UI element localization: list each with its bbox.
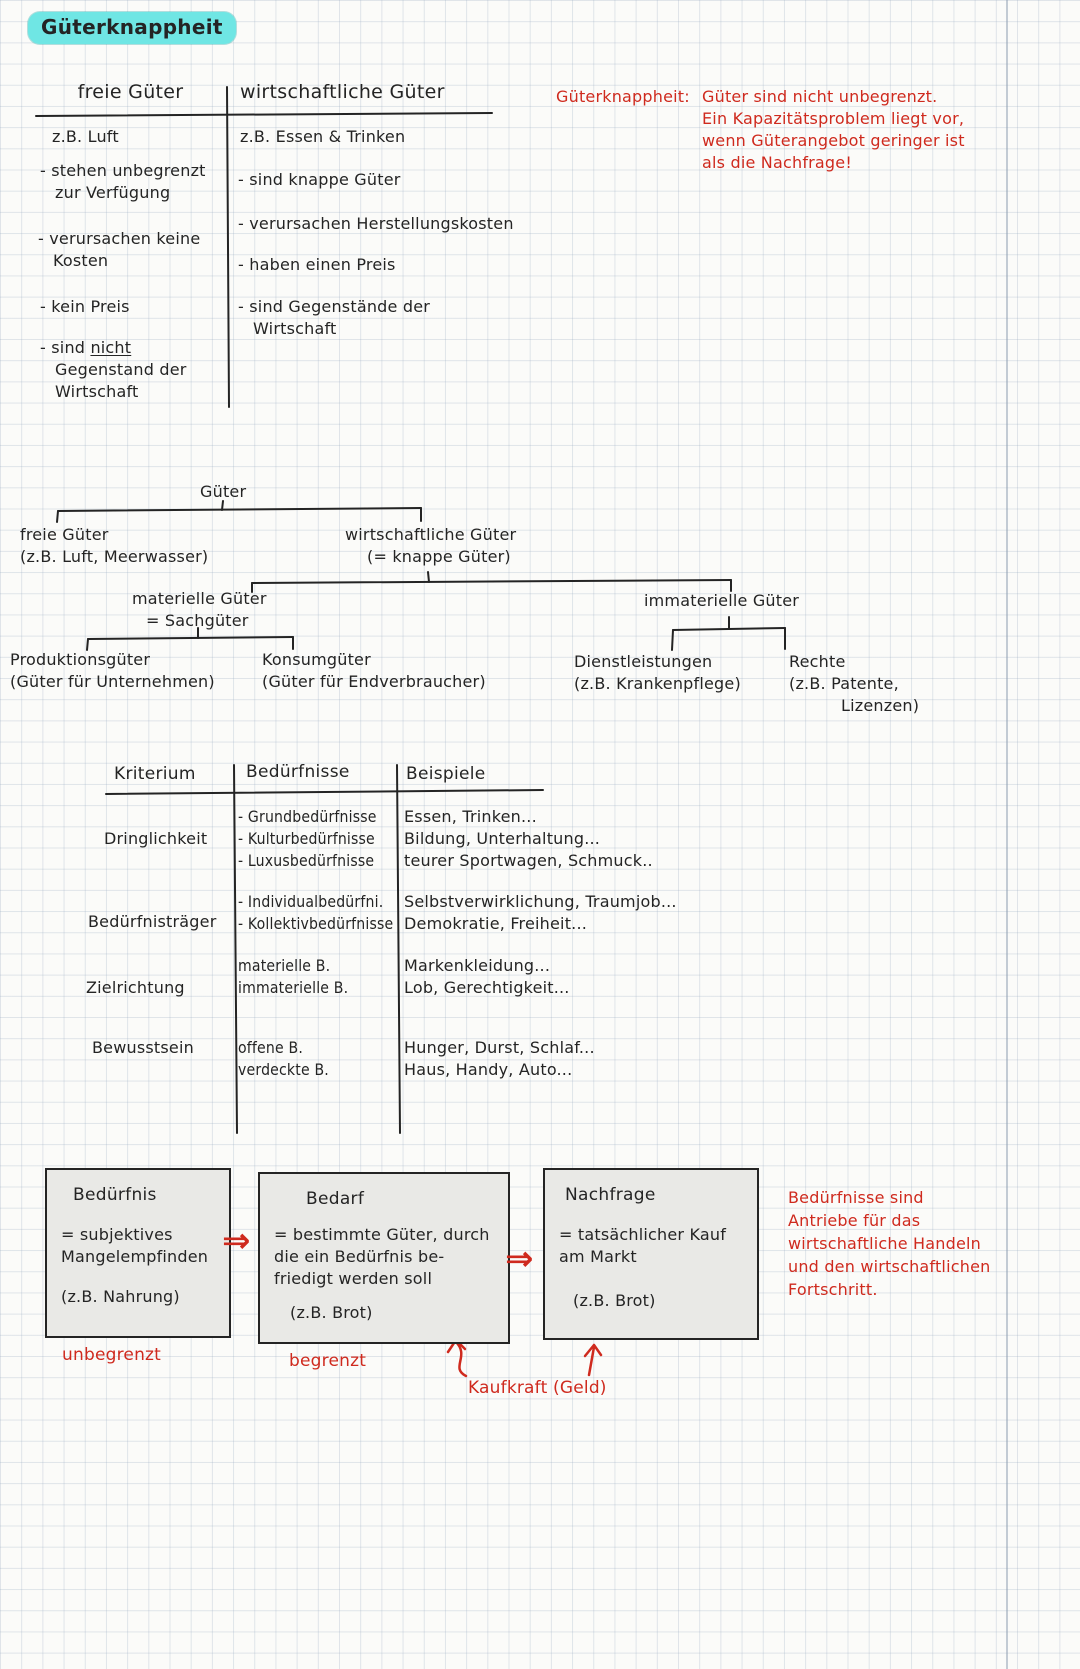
needs-row-criterion: Bedürfnisträger	[88, 912, 217, 931]
node-title: Konsumgüter	[262, 650, 371, 669]
scarcity-note-body: Güter sind nicht unbegrenzt. Ein Kapazit…	[702, 87, 965, 172]
free-goods-item: - stehen unbegrenzt zur Verfügung	[40, 161, 206, 202]
needs-table-header-kriterium: Kriterium	[114, 764, 196, 784]
needs-row-criterion: Zielrichtung	[86, 978, 185, 997]
curved-up-arrow-icon	[454, 1340, 468, 1378]
box-body: = tatsächlicher Kauf am Markt	[559, 1225, 727, 1266]
economic-goods-header: wirtschaftliche Güter	[240, 81, 445, 103]
box-example: (z.B. Brot)	[290, 1303, 373, 1322]
scarcity-note-lead: Güterknappheit:	[556, 87, 690, 106]
node-title: Produktionsgüter	[10, 650, 151, 669]
page-margin-line	[1006, 0, 1008, 1669]
box-example: (z.B. Nahrung)	[61, 1287, 180, 1306]
node-sub: (z.B. Patente,	[789, 674, 899, 693]
box-example: (z.B. Brot)	[573, 1291, 656, 1310]
needs-table-header-beispiele: Beispiele	[406, 764, 486, 784]
page-title-text: Güterknappheit	[41, 15, 223, 39]
tree-node-immaterial-goods: immaterielle Güter	[644, 590, 799, 612]
tree-node-material-goods: materielle Güter = Sachgüter	[132, 588, 267, 632]
red-annotation-arrows	[446, 1338, 603, 1378]
economic-goods-example: z.B. Essen & Trinken	[240, 127, 406, 146]
free-goods-item: - sind nicht Gegenstand der Wirtschaft	[40, 337, 250, 403]
economic-goods-item: - haben einen Preis	[238, 255, 396, 274]
needs-drive-note: Bedürfnisse sind Antriebe für das wirtsc…	[788, 1188, 991, 1299]
node-title: materielle Güter	[132, 589, 267, 608]
beduerfnis-box: Bedürfnis = subjektives Mangelempfinden …	[45, 1168, 231, 1338]
double-arrow-icon: ⇒	[222, 1221, 251, 1261]
tree-node-services: Dienstleistungen (z.B. Krankenpflege)	[574, 651, 741, 695]
node-title: Rechte	[789, 652, 846, 671]
node-sub: (Güter für Unternehmen)	[10, 672, 215, 691]
node-sub: Lizenzen)	[841, 696, 920, 715]
economic-goods-item: - sind Gegenstände der Wirtschaft	[238, 297, 431, 338]
free-goods-header: freie Güter	[77, 81, 184, 103]
free-goods-item: - kein Preis	[40, 297, 130, 316]
needs-row-criterion: Dringlichkeit	[104, 829, 208, 848]
needs-table-header-beduerfnisse: Bedürfnisse	[246, 762, 350, 782]
tree-root: Güter	[200, 482, 247, 501]
box-title: Bedarf	[306, 1189, 365, 1209]
begrenzt-label: begrenzt	[289, 1351, 367, 1371]
node-sub: (z.B. Luft, Meerwasser)	[20, 547, 209, 566]
page-title: Güterknappheit	[28, 12, 236, 44]
nachfrage-box: Nachfrage = tatsächlicher Kauf am Markt …	[543, 1168, 759, 1340]
node-title: Dienstleistungen	[574, 652, 713, 671]
free-goods-item: - verursachen keine Kosten	[38, 229, 201, 270]
box-body: = subjektives Mangelempfinden	[61, 1225, 209, 1266]
up-arrow-head	[583, 1343, 603, 1358]
node-sub: (Güter für Endverbraucher)	[262, 672, 486, 691]
node-sub: (= knappe Güter)	[367, 547, 511, 566]
double-arrow-icon: ⇒	[505, 1239, 534, 1279]
needs-row-examples: Hunger, Durst, Schlaf... Haus, Handy, Au…	[404, 1038, 595, 1079]
unbegrenzt-label: unbegrenzt	[62, 1345, 162, 1365]
needs-row-examples: Selbstverwirklichung, Traumjob... Demokr…	[404, 892, 677, 933]
free-goods-example: z.B. Luft	[52, 127, 119, 146]
box-body: = bestimmte Güter, durch die ein Bedürfn…	[274, 1225, 490, 1288]
economic-goods-item: - verursachen Herstellungskosten	[238, 214, 514, 233]
tree-node-rights: Rechte (z.B. Patente, Lizenzen)	[789, 651, 919, 717]
tree-node-free-goods: freie Güter (z.B. Luft, Meerwasser)	[20, 524, 208, 568]
tree-node-consumption-goods: Konsumgüter (Güter für Endverbraucher)	[262, 649, 486, 693]
box-title: Bedürfnis	[73, 1185, 157, 1205]
node-sub: = Sachgüter	[146, 611, 249, 630]
needs-row-examples: Markenkleidung... Lob, Gerechtigkeit...	[404, 956, 570, 997]
node-title: freie Güter	[20, 525, 109, 544]
item-text-post: Gegenstand der Wirtschaft	[55, 360, 187, 401]
tree-node-production-goods: Produktionsgüter (Güter für Unternehmen)	[10, 649, 215, 693]
needs-row-needs: materielle B. immaterielle B.	[238, 956, 349, 997]
node-sub: (z.B. Krankenpflege)	[574, 674, 741, 693]
node-title: wirtschaftliche Güter	[345, 525, 517, 544]
bedarf-box: Bedarf = bestimmte Güter, durch die ein …	[258, 1172, 510, 1344]
tree-node-economic-goods: wirtschaftliche Güter (= knappe Güter)	[345, 524, 516, 568]
needs-row-needs: - Grundbedürfnisse - Kulturbedürfnisse -…	[238, 807, 377, 870]
economic-goods-item: - sind knappe Güter	[238, 170, 401, 189]
box-title: Nachfrage	[565, 1185, 656, 1205]
needs-row-criterion: Bewusstsein	[92, 1038, 194, 1057]
needs-row-needs: offene B. verdeckte B.	[238, 1038, 329, 1079]
underlined-word: nicht	[90, 338, 132, 357]
needs-row-needs: - Individualbedürfni. - Kollektivbedürfn…	[238, 892, 394, 933]
node-title: immaterielle Güter	[644, 591, 800, 610]
kaufkraft-label: Kaufkraft (Geld)	[468, 1378, 607, 1398]
item-text-pre: - sind	[40, 338, 86, 357]
needs-row-examples: Essen, Trinken... Bildung, Unterhaltung.…	[404, 807, 653, 870]
up-arrow-icon	[587, 1345, 596, 1377]
